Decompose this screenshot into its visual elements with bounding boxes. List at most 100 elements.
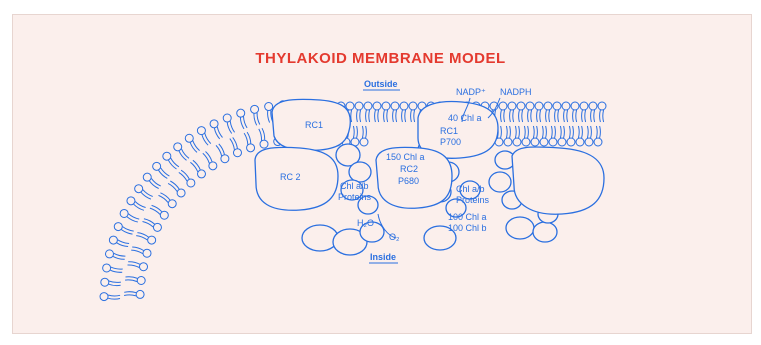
lipid-tail [522,110,523,122]
lipid-head [160,211,168,219]
lipid-tail [558,110,559,122]
lipid-tail [219,144,225,155]
lipid-tail [569,126,570,138]
lipid-tail [268,111,270,123]
right-edge-complex [512,147,604,214]
lipid-tail [378,110,379,122]
lipid-tail [109,284,121,285]
lipid-head [177,189,185,197]
lipid-tail [405,110,406,122]
lipid-tail [206,152,213,162]
lipid-tail [582,110,583,122]
lipid-head [553,102,561,110]
lipid-head [585,138,593,146]
lipid-tail [123,227,134,232]
lipid-tail [393,110,394,122]
lipid-tail [108,295,120,296]
lipid-tail [125,280,137,282]
lipid-head [114,223,122,231]
lipid-head [174,143,182,151]
lipid-tail [537,110,538,122]
lipid-tail [576,110,577,122]
chl40-label: 40 Chl a [448,113,482,123]
lipid-head [382,102,390,110]
lipid-head [233,149,241,157]
lipid-tail [555,126,556,138]
lipid-head [513,138,521,146]
lipid-tail [128,265,140,268]
lipid-tail [506,126,507,138]
lipid-tail [113,256,125,259]
lipid-head [562,102,570,110]
lipid-tail [257,113,260,125]
lipid-head [544,102,552,110]
lipid-head [504,138,512,146]
lipid-tail [136,236,147,240]
lipid-head [260,140,268,148]
lipid-tail [357,126,358,138]
lipid-tail [111,267,123,269]
lipid-tail [546,126,547,138]
lipid-tail [528,110,529,122]
lipid-tail [118,240,129,244]
lipid-tail [591,126,592,138]
lipid-head [101,278,109,286]
outside-label: Outside [364,79,398,89]
lipid-tail [524,126,525,138]
lumen-globule [533,222,557,242]
lipid-head [105,250,113,258]
lipid-tail [259,129,262,141]
lipid-tail [217,127,222,138]
lipid-tail [353,126,354,138]
lipid-head [168,200,176,208]
lipid-tail [542,126,543,138]
rc2-left-label: RC 2 [280,172,301,182]
lipid-tail [366,110,367,122]
chl-globule [349,162,371,182]
p700-label: P700 [440,137,461,147]
lipid-head [197,127,205,135]
lipid-head [576,138,584,146]
inside-label: Inside [370,252,396,262]
lipid-tail [360,110,361,122]
lipid-tail [202,135,208,145]
lipid-tail [591,110,592,122]
lipid-tail [560,126,561,138]
lipid-tail [126,277,138,279]
lipid-head [508,102,516,110]
lipid-tail [549,110,550,122]
lipid-head [346,102,354,110]
lipid-head [598,102,606,110]
lipid-tail [603,110,604,122]
lipid-head [580,102,588,110]
lipid-head [522,138,530,146]
lipid-tail [540,110,541,122]
lipid-tail [114,253,126,256]
lipid-head [187,179,195,187]
lipid-head [153,162,161,170]
lipid-tail [533,126,534,138]
lipid-head [391,102,399,110]
lipid-tail [108,298,120,299]
lipid-head [185,134,193,142]
lipid-head [571,102,579,110]
lipid-head [120,209,128,217]
nadp-label: NADP⁺ [456,87,486,97]
lipid-tail [357,110,358,122]
chl100b-label: 100 Chl b [448,223,487,233]
lipid-tail [578,126,579,138]
lipid-tail [587,126,588,138]
lipid-head [237,109,245,117]
lipid-head [251,105,259,113]
lipid-head [127,197,135,205]
h2o-label: H₂O [357,218,374,228]
p680-label: P680 [398,176,419,186]
lipid-head [558,138,566,146]
lipid-head [549,138,557,146]
chl-globule [489,172,511,192]
lipid-tail [230,139,235,150]
lipid-tail [573,126,574,138]
lipid-head [567,138,575,146]
lipid-tail [124,292,136,293]
